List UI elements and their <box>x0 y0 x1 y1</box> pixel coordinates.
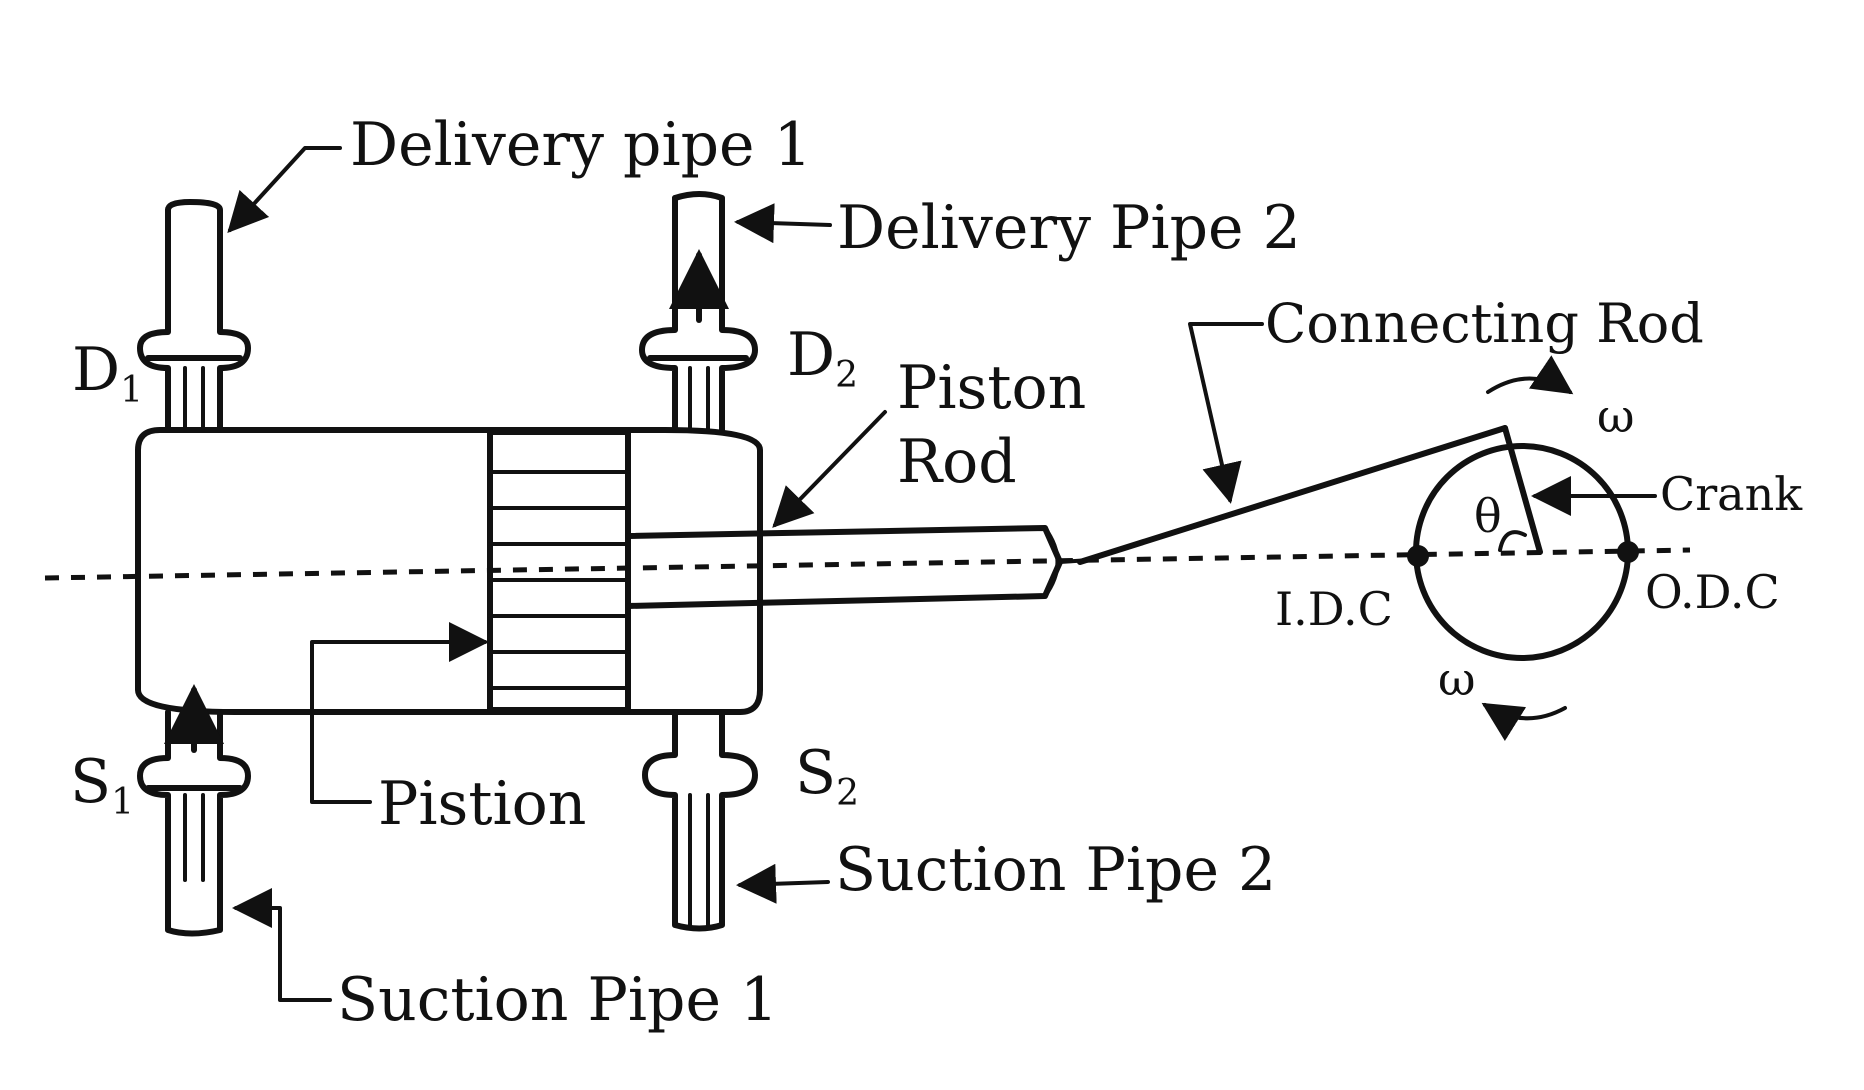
cylinder-body <box>135 427 763 715</box>
leader-delivery-pipe-2 <box>734 203 832 244</box>
leader-piston-rod <box>772 410 887 528</box>
label-piston-rod-line2: Rod <box>897 427 1017 497</box>
idc-point <box>1407 545 1429 567</box>
delivery-pipe-1 <box>137 199 251 433</box>
label-s2: S2 <box>795 738 859 814</box>
label-d2: D2 <box>787 320 858 396</box>
piston <box>487 429 631 713</box>
label-odc: O.D.C <box>1645 565 1780 619</box>
rotation-arrow-top-icon <box>1486 355 1574 395</box>
label-suction-pipe-1: Suction Pipe 1 <box>337 965 778 1035</box>
label-connecting-rod: Connecting Rod <box>1265 292 1704 355</box>
label-omega-top: ω <box>1597 389 1635 443</box>
rotation-arrow-bottom-icon <box>1481 702 1567 742</box>
theta-arc <box>1498 530 1527 552</box>
label-theta: θ <box>1474 489 1502 543</box>
label-piston-rod-line1: Piston <box>897 353 1086 423</box>
leader-delivery-pipe-1 <box>227 146 342 233</box>
connecting-rod <box>1077 425 1508 565</box>
crank-arm <box>1502 425 1543 555</box>
leader-suction-pipe-1 <box>232 888 332 1002</box>
label-omega-bottom: ω <box>1438 652 1476 706</box>
label-idc: I.D.C <box>1275 582 1393 636</box>
leader-suction-pipe-2 <box>736 863 830 904</box>
leader-pistion <box>310 622 489 804</box>
suction-pipe-1 <box>137 684 251 937</box>
label-s1: S1 <box>70 747 134 823</box>
suction-pipe-2 <box>642 709 758 932</box>
label-pistion: Pistion <box>378 769 586 839</box>
label-delivery-pipe-2: Delivery Pipe 2 <box>837 193 1301 263</box>
leader-connecting-rod <box>1188 322 1264 504</box>
label-delivery-pipe-1: Delivery pipe 1 <box>350 110 812 180</box>
centre-line <box>44 547 1691 581</box>
label-d1: D1 <box>72 335 143 411</box>
piston-rod <box>625 525 1063 609</box>
odc-point <box>1617 541 1639 563</box>
label-crank: Crank <box>1660 467 1803 521</box>
label-suction-pipe-2: Suction Pipe 2 <box>835 835 1276 905</box>
delivery-pipe-2 <box>639 191 758 433</box>
